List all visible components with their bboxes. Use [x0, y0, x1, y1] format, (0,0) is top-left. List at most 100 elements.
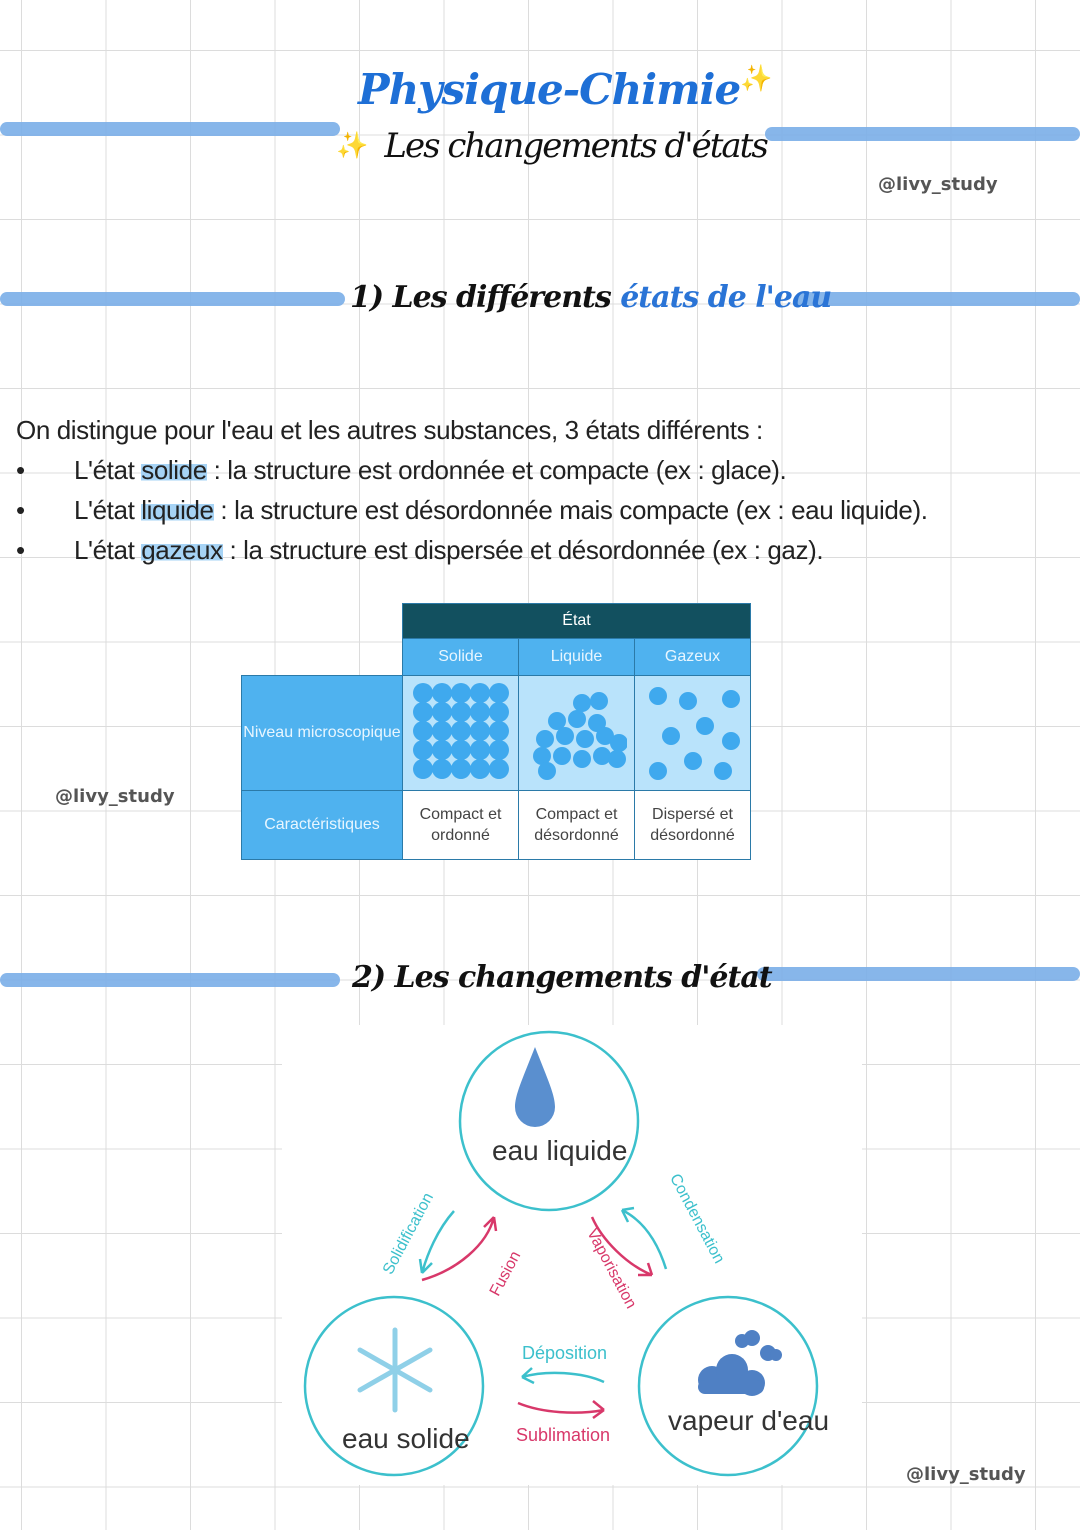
particle: [488, 682, 509, 703]
bullet-item: L'état gazeux : la structure est dispers…: [16, 530, 1076, 570]
particle: [678, 691, 697, 710]
char-solide: Compact et ordonné: [402, 790, 519, 860]
label-eau-liquide: eau liquide: [492, 1135, 628, 1166]
bullet-text: : la structure est ordonnée et compacte …: [206, 455, 787, 485]
particle: [469, 701, 490, 722]
row-label-microscopique: Niveau microscopique: [241, 675, 403, 791]
particle: [648, 761, 667, 780]
intro-text-block: On distingue pour l'eau et les autres su…: [16, 410, 1076, 570]
page-subtitle: Les changements d'états: [384, 126, 768, 166]
col-solide: Solide: [402, 638, 519, 676]
particle: [469, 758, 490, 779]
particle: [721, 689, 740, 708]
water-drop-icon: [515, 1047, 555, 1127]
particle: [412, 758, 433, 779]
particle: [450, 739, 471, 760]
particle: [469, 720, 490, 741]
section-1-heading: 1) Les différents états de l'eau: [350, 280, 832, 315]
decorative-bar: [0, 292, 345, 306]
state-highlight: liquide: [141, 495, 214, 525]
solidification-arrow: [418, 1210, 455, 1274]
table-header-etat: État: [402, 603, 751, 639]
particle: [683, 751, 702, 770]
snowflake-icon: [357, 1327, 433, 1413]
bullet-text: : la structure est désordonnée mais comp…: [213, 495, 928, 525]
liquid-particles-image: [518, 675, 635, 791]
particle: [450, 682, 471, 703]
particle: [450, 758, 471, 779]
particle: [431, 758, 452, 779]
particle: [589, 691, 608, 710]
condensation-arrow: [620, 1206, 668, 1270]
bullet-prefix: L'état: [74, 455, 142, 485]
particle: [713, 761, 732, 780]
gas-circle: [637, 1295, 819, 1477]
bullet-item: L'état liquide : la structure est désord…: [16, 490, 1076, 530]
title-row: Physique-Chimie ✨: [358, 64, 773, 116]
solid-circle: [303, 1295, 485, 1477]
decorative-bar: [795, 292, 1080, 306]
particle: [537, 761, 556, 780]
particle: [648, 686, 667, 705]
section-2-heading: 2) Les changements d'état: [352, 960, 773, 995]
particle: [412, 701, 433, 722]
particle: [695, 716, 714, 735]
particle: [469, 739, 490, 760]
intro-line: On distingue pour l'eau et les autres su…: [16, 415, 763, 445]
particle: [567, 709, 586, 728]
label-vapeur-eau: vapeur d'eau: [668, 1405, 830, 1436]
particle: [607, 749, 626, 768]
particle: [572, 693, 591, 712]
deposition-arrow: [521, 1367, 605, 1385]
author-handle: @livy_study: [906, 1464, 1026, 1485]
solid-particles-image: [402, 675, 519, 791]
label-sublimation: Sublimation: [516, 1425, 611, 1445]
decorative-bar: [757, 967, 1080, 981]
particle: [412, 720, 433, 741]
particle: [535, 729, 554, 748]
bullet-prefix: L'état: [74, 535, 142, 565]
state-change-diagram: eau liquide eau solide vapeur d'eau Soli…: [282, 1025, 862, 1485]
diagram-svg: [303, 1030, 819, 1477]
bullet-prefix: L'état: [74, 495, 142, 525]
row-label-caracteristiques: Caractéristiques: [241, 790, 403, 860]
particle: [575, 729, 594, 748]
label-eau-solide: eau solide: [342, 1423, 470, 1454]
cloud-icon: [698, 1330, 782, 1396]
char-gazeux: Dispersé et désordonné: [634, 790, 751, 860]
particle: [488, 720, 509, 741]
particle: [661, 726, 680, 745]
state-highlight: gazeux: [141, 535, 223, 565]
particle: [552, 746, 571, 765]
label-deposition: Déposition: [522, 1343, 608, 1363]
particle: [609, 733, 628, 752]
particle: [431, 682, 452, 703]
particle: [431, 701, 452, 722]
particle: [595, 726, 614, 745]
particle: [721, 731, 740, 750]
particle: [431, 739, 452, 760]
sparkle-icon: ✨: [740, 64, 773, 94]
particle: [412, 682, 433, 703]
decorative-bar: [765, 127, 1080, 141]
sparkle-icon: ✨: [336, 131, 369, 161]
fusion-arrow: [421, 1216, 498, 1282]
vaporisation-arrow: [590, 1216, 654, 1277]
particle: [592, 746, 611, 765]
subtitle-row: ✨ Les changements d'états: [336, 124, 769, 168]
particle: [532, 746, 551, 765]
gas-particles-image: [634, 675, 751, 791]
particle: [488, 701, 509, 722]
bullet-item: L'état solide : la structure est ordonné…: [16, 450, 1076, 490]
col-gazeux: Gazeux: [634, 638, 751, 676]
heading-text: 1) Les différents: [350, 280, 621, 315]
heading-text-highlight: états de l'eau: [620, 280, 832, 315]
particle: [412, 739, 433, 760]
particle: [547, 711, 566, 730]
sublimation-arrow: [517, 1400, 605, 1420]
particle: [488, 758, 509, 779]
particle: [555, 726, 574, 745]
state-highlight: solide: [141, 455, 207, 485]
particle: [587, 713, 606, 732]
particle: [450, 720, 471, 741]
